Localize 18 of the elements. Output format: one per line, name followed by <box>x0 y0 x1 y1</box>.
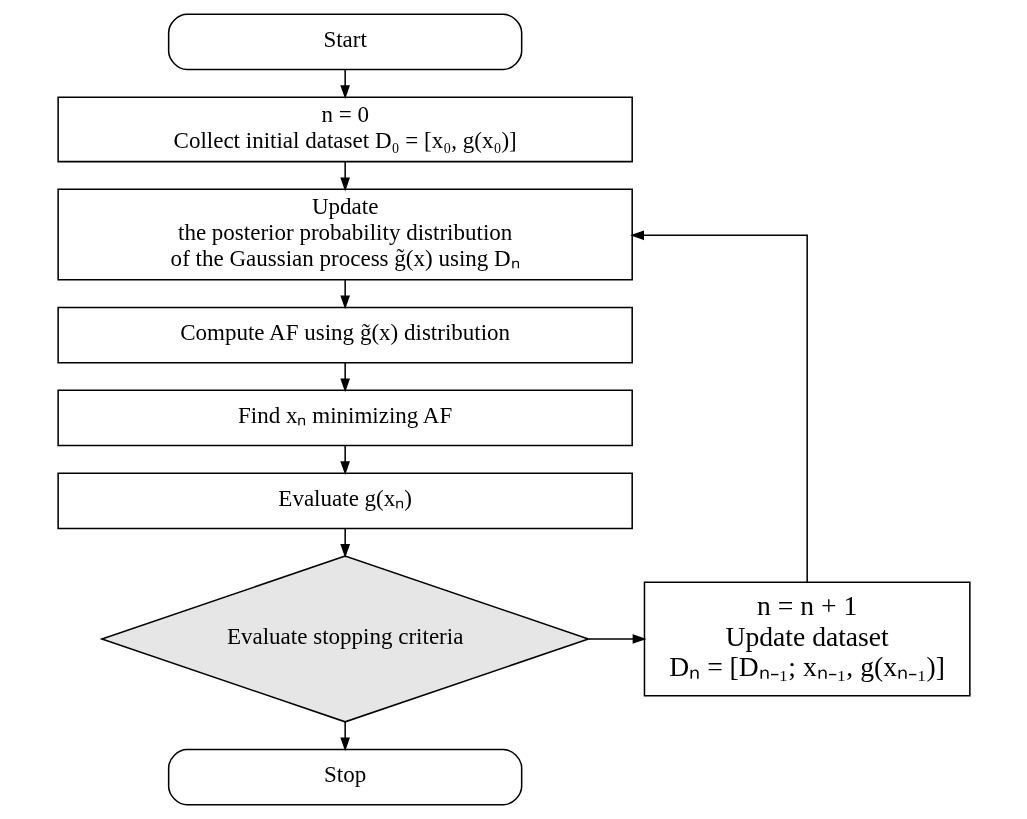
arrow <box>339 68 350 99</box>
arrow <box>339 721 350 752</box>
arrow <box>339 362 350 393</box>
arrow <box>339 528 350 558</box>
node-box: Stop <box>167 748 522 806</box>
node-box: Find xₙ minimizing AF <box>56 389 633 447</box>
node-box: n = 0 Collect initial dataset D₀ = [x₀, g(x₀)] <box>56 96 633 163</box>
node-box: Compute AF using g̃(x) distribution <box>56 306 633 364</box>
arrow <box>629 230 808 583</box>
node-diamond: Evaluate stopping criteria <box>99 555 591 723</box>
arrow <box>339 279 350 310</box>
node-box: n = n + 1 Update dataset Dₙ = [Dₙ₋₁; xₙ₋₁, g(xₙ₋₁)] <box>643 581 971 697</box>
node-box: Start <box>167 13 522 71</box>
arrow <box>587 634 646 644</box>
arrow <box>339 161 350 192</box>
node-box: Update the posterior probability distribution of the Gaussian process g̃(x) using Dₙ <box>56 188 633 281</box>
arrow <box>339 445 350 476</box>
node-box: Evaluate g(xₙ) <box>56 472 633 530</box>
